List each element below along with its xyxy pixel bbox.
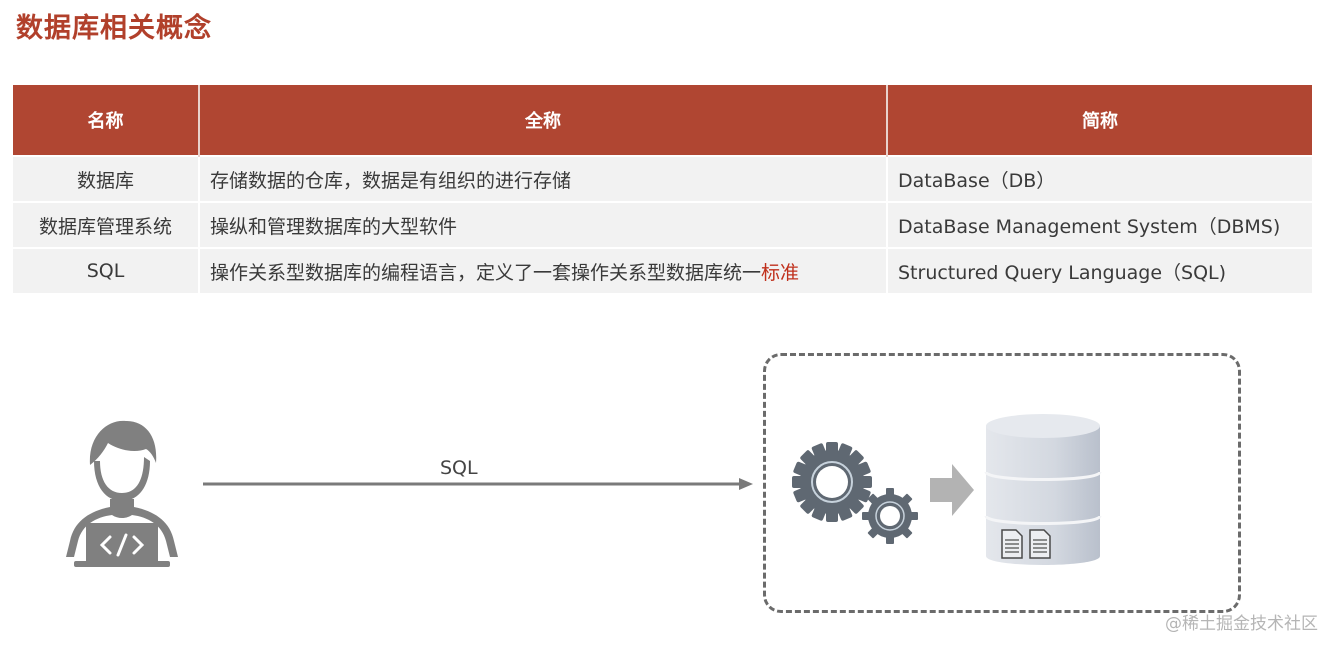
table-header-row: 名称 全称 简称 <box>13 85 1312 156</box>
header-full-name: 全称 <box>199 85 888 156</box>
cell-full-name: 操作关系型数据库的编程语言，定义了一套操作关系型数据库统一标准 <box>199 247 888 293</box>
table-row: 数据库管理系统 操纵和管理数据库的大型软件 DataBase Managemen… <box>13 201 1312 248</box>
concept-table: 名称 全称 简称 数据库 存储数据的仓库，数据是有组织的进行存储 DataBas… <box>13 85 1312 293</box>
highlight-text: 标准 <box>761 261 800 284</box>
header-name: 名称 <box>13 85 200 156</box>
cell-name: 数据库 <box>13 155 200 202</box>
right-arrow-icon <box>930 464 974 516</box>
sql-arrow-label: SQL <box>440 457 478 479</box>
cell-full-name: 操纵和管理数据库的大型软件 <box>199 201 888 248</box>
developer-laptop-icon <box>66 420 178 567</box>
cell-abbreviation: DataBase Management System（DBMS) <box>887 201 1312 248</box>
table-row: 数据库 存储数据的仓库，数据是有组织的进行存储 DataBase（DB） <box>13 155 1312 202</box>
cell-full-name: 存储数据的仓库，数据是有组织的进行存储 <box>199 155 888 202</box>
table-row: SQL 操作关系型数据库的编程语言，定义了一套操作关系型数据库统一标准 Stru… <box>13 247 1312 293</box>
cell-abbreviation: DataBase（DB） <box>887 155 1312 202</box>
page-title: 数据库相关概念 <box>16 13 212 44</box>
sql-flow-diagram: SQL <box>0 300 1338 652</box>
cell-name: 数据库管理系统 <box>13 201 200 248</box>
header-abbreviation: 简称 <box>887 85 1312 156</box>
full-name-text: 操作关系型数据库的编程语言，定义了一套操作关系型数据库统一 <box>210 261 762 284</box>
sql-arrow <box>203 478 753 490</box>
gears-icon <box>792 442 918 544</box>
cell-name: SQL <box>13 247 200 293</box>
server-dashed-box <box>763 353 1241 613</box>
database-icon <box>984 414 1102 565</box>
watermark: @稀土掘金技术社区 <box>1165 614 1318 634</box>
cell-abbreviation: Structured Query Language（SQL) <box>887 247 1312 293</box>
